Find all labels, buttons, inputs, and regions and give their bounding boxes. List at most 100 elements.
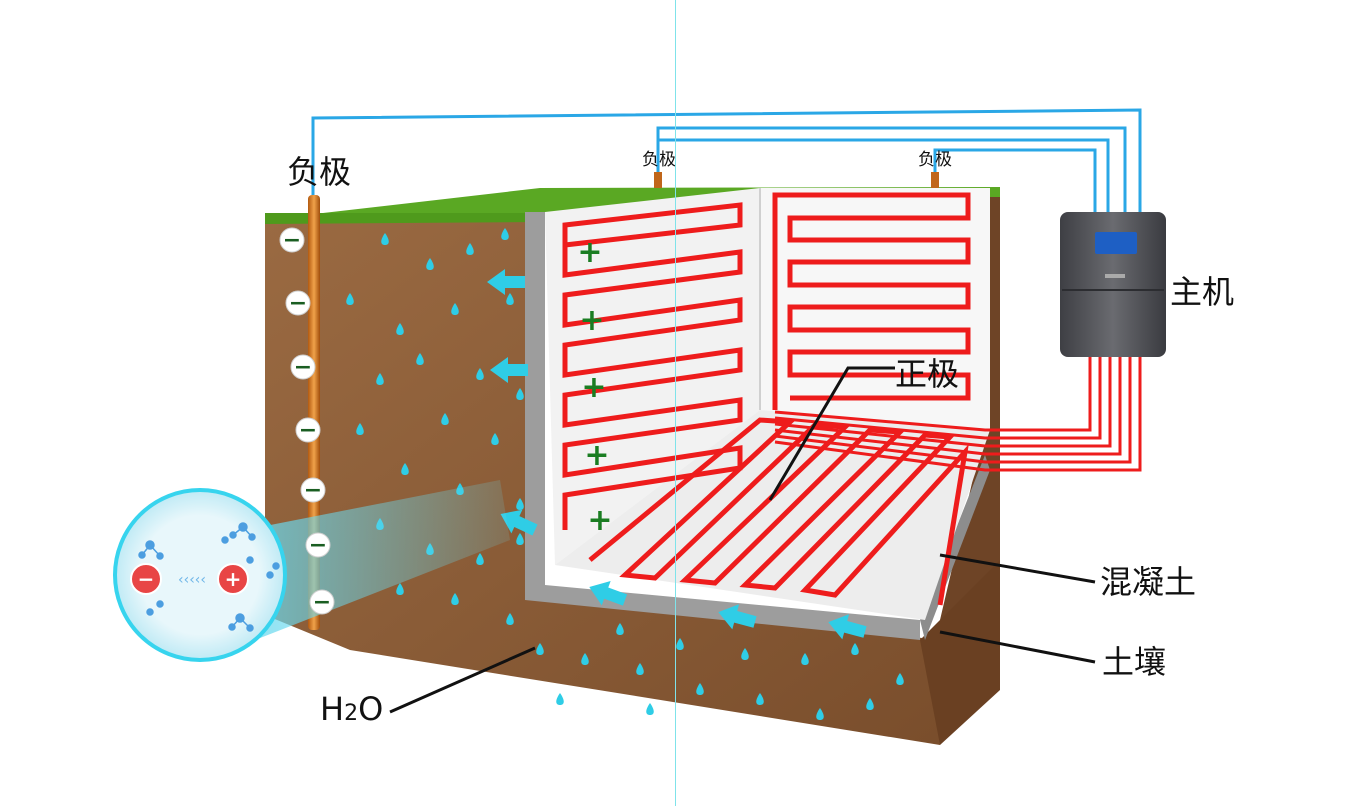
minus-marker <box>309 589 335 615</box>
host-logo <box>1105 274 1125 278</box>
water-drop <box>356 423 364 435</box>
ion-negative-sign: − <box>138 567 155 591</box>
leader-lines <box>389 366 1096 714</box>
label-soil: 土壤 <box>1102 643 1167 681</box>
label-water-h: H <box>320 690 345 728</box>
electrode-right <box>931 172 939 188</box>
label-concrete: 混凝土 <box>1100 563 1197 601</box>
water-molecules <box>138 522 280 632</box>
water-drop <box>696 683 704 695</box>
water-drop <box>401 463 409 475</box>
control-wires <box>311 108 1142 215</box>
minus-marker <box>300 477 326 503</box>
minus-sign: − <box>309 533 327 558</box>
water-drop <box>896 673 904 685</box>
minus-marker <box>305 532 331 558</box>
water-arrow <box>828 614 867 640</box>
water-arrow <box>589 580 628 606</box>
grass-top <box>265 213 540 224</box>
minus-sign: − <box>299 418 317 443</box>
water-drop <box>516 533 524 545</box>
water-drop <box>741 648 749 660</box>
concrete-layer <box>525 212 920 640</box>
water-arrow <box>487 269 525 295</box>
label-positive: 正极 <box>895 355 960 393</box>
host-device <box>1060 212 1166 357</box>
label-water-o: O <box>358 690 384 728</box>
water-arrow <box>718 604 757 630</box>
plus-sign: + <box>581 370 606 405</box>
water-drop <box>396 583 404 595</box>
label-negative-right: 负极 <box>918 150 952 170</box>
water-drop <box>516 498 524 510</box>
minus-marker <box>279 227 305 253</box>
water-drop <box>801 653 809 665</box>
water-drop <box>441 413 449 425</box>
water-drop <box>396 323 404 335</box>
plus-sign: + <box>577 235 602 270</box>
water-arrows <box>487 269 867 640</box>
positive-charge-markers: + + + + + <box>577 235 612 538</box>
soil-right-face-lower <box>920 560 1000 745</box>
label-water-sub: 2 <box>344 701 359 726</box>
label-negative-left: 负极 <box>287 153 352 191</box>
plus-sign: + <box>579 303 604 338</box>
water-drop <box>756 693 764 705</box>
ion-negative <box>130 563 162 595</box>
water-drop <box>451 303 459 315</box>
water-drop <box>646 703 654 715</box>
heating-wire-left-wall <box>562 202 743 530</box>
water-drop <box>616 623 624 635</box>
minus-marker <box>290 354 316 380</box>
water-drop <box>491 433 499 445</box>
minus-sign: − <box>294 355 312 380</box>
water-drop <box>816 708 824 720</box>
water-drop <box>506 613 514 625</box>
water-arrow <box>490 357 528 383</box>
ion-positive-sign: + <box>225 567 242 591</box>
water-arrow <box>500 509 538 536</box>
water-drop <box>851 643 859 655</box>
water-drop <box>476 368 484 380</box>
water-drop <box>476 553 484 565</box>
electrode-mid <box>654 172 662 188</box>
host-screen <box>1095 232 1137 254</box>
water-drop <box>556 693 564 705</box>
label-host: 主机 <box>1170 273 1235 311</box>
water-drop <box>426 258 434 270</box>
water-drop <box>536 643 544 655</box>
label-negative-mid: 负极 <box>642 150 676 170</box>
label-water: H2O <box>320 693 383 725</box>
water-drop <box>466 243 474 255</box>
minus-sign: − <box>283 228 301 253</box>
water-drop <box>581 653 589 665</box>
heating-wire-back-wall <box>772 192 971 410</box>
minus-marker <box>295 417 321 443</box>
heating-wire-bundle <box>774 355 1142 472</box>
water-drop <box>676 638 684 650</box>
concrete-floor-edge <box>920 455 990 640</box>
negative-charge-markers: − − − − − − − <box>279 227 335 615</box>
water-drop <box>381 233 389 245</box>
ion-arrows: ‹‹‹‹‹ <box>178 572 206 588</box>
minus-marker <box>285 290 311 316</box>
water-drop <box>516 388 524 400</box>
minus-sign: − <box>313 590 331 615</box>
minus-sign: − <box>304 478 322 503</box>
plus-sign: + <box>584 438 609 473</box>
ion-positive <box>217 563 249 595</box>
water-drop <box>636 663 644 675</box>
guide-line <box>675 0 676 806</box>
minus-sign: − <box>289 291 307 316</box>
plus-sign: + <box>587 503 612 538</box>
heating-wire-floor <box>588 417 969 606</box>
water-drop <box>346 293 354 305</box>
water-drop <box>451 593 459 605</box>
water-drop <box>501 228 509 240</box>
soil-left-face <box>265 215 940 745</box>
water-drop <box>506 293 514 305</box>
water-drop <box>376 373 384 385</box>
water-drop <box>866 698 874 710</box>
water-drop <box>416 353 424 365</box>
